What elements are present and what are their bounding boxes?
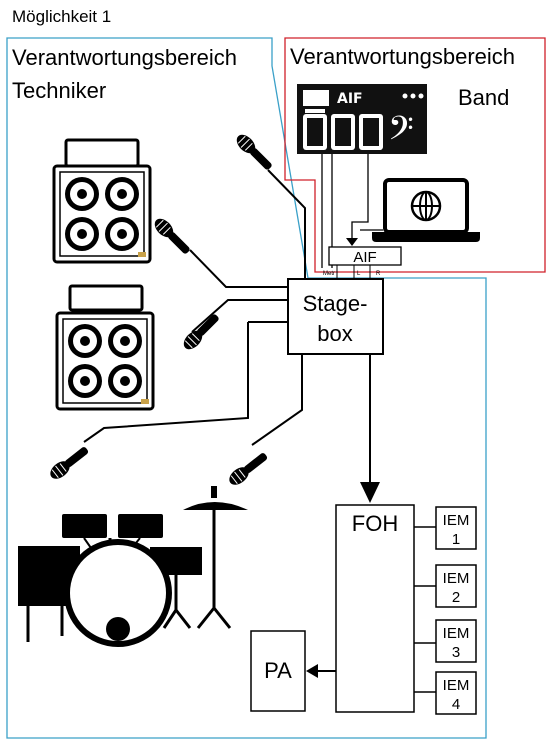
iem-number: 1	[452, 531, 460, 548]
pa-box	[250, 630, 306, 712]
microphone-icon	[46, 443, 92, 483]
technician-zone-label: Verantwortungsbereich	[12, 45, 237, 70]
laptop-icon	[372, 178, 480, 242]
arrow	[306, 664, 318, 678]
aif-port-metr: Metr	[323, 271, 335, 277]
microphone-icon	[179, 310, 223, 354]
band-zone-sublabel: Band	[458, 85, 509, 110]
microphone-icon	[150, 214, 194, 258]
drum-kit-icon	[18, 486, 248, 647]
iem-label: IEM	[443, 512, 470, 529]
microphone-icon	[225, 449, 271, 489]
microphone-icon	[232, 130, 276, 174]
iem-lines	[414, 526, 436, 693]
svg-text:𝄢: 𝄢	[388, 110, 414, 156]
stagebox	[287, 278, 384, 355]
aif-box	[328, 246, 402, 266]
guitar-amp-icon	[55, 284, 155, 411]
technician-zone-sublabel: Techniker	[12, 78, 106, 103]
stagebox-label: box	[317, 321, 352, 346]
iem-label: IEM	[443, 570, 470, 587]
iem-label: IEM	[443, 677, 470, 694]
iem-number: 3	[452, 644, 460, 661]
iem-box-1	[435, 506, 477, 550]
aif-port-l: L	[357, 271, 361, 277]
iem-box-3	[435, 619, 477, 663]
iem-box-4	[435, 671, 477, 715]
aif-port-r: R	[376, 271, 381, 277]
iem-box-2	[435, 564, 477, 608]
iem-number: 2	[452, 589, 460, 606]
bass-amp-icon	[52, 138, 152, 264]
band-zone-label: Verantwortungsbereich	[290, 44, 515, 69]
arrow	[346, 238, 358, 246]
arrow	[360, 482, 380, 503]
bass-pedal-icon: AIF 𝄢	[297, 84, 427, 156]
foh-label: FOH	[352, 511, 398, 536]
iem-label: IEM	[443, 625, 470, 642]
pa-label: PA	[264, 658, 292, 683]
cable	[351, 154, 369, 240]
iem-number: 4	[452, 696, 460, 713]
svg-text:AIF: AIF	[337, 91, 363, 107]
stagebox-label: Stage-	[303, 291, 368, 316]
band-zone-outline	[284, 37, 546, 273]
foh-box	[335, 504, 415, 713]
mic-cables	[83, 169, 306, 446]
page-title: Möglichkeit 1	[12, 7, 111, 26]
aif-label: AIF	[353, 249, 376, 266]
technician-zone-outline	[6, 37, 487, 739]
